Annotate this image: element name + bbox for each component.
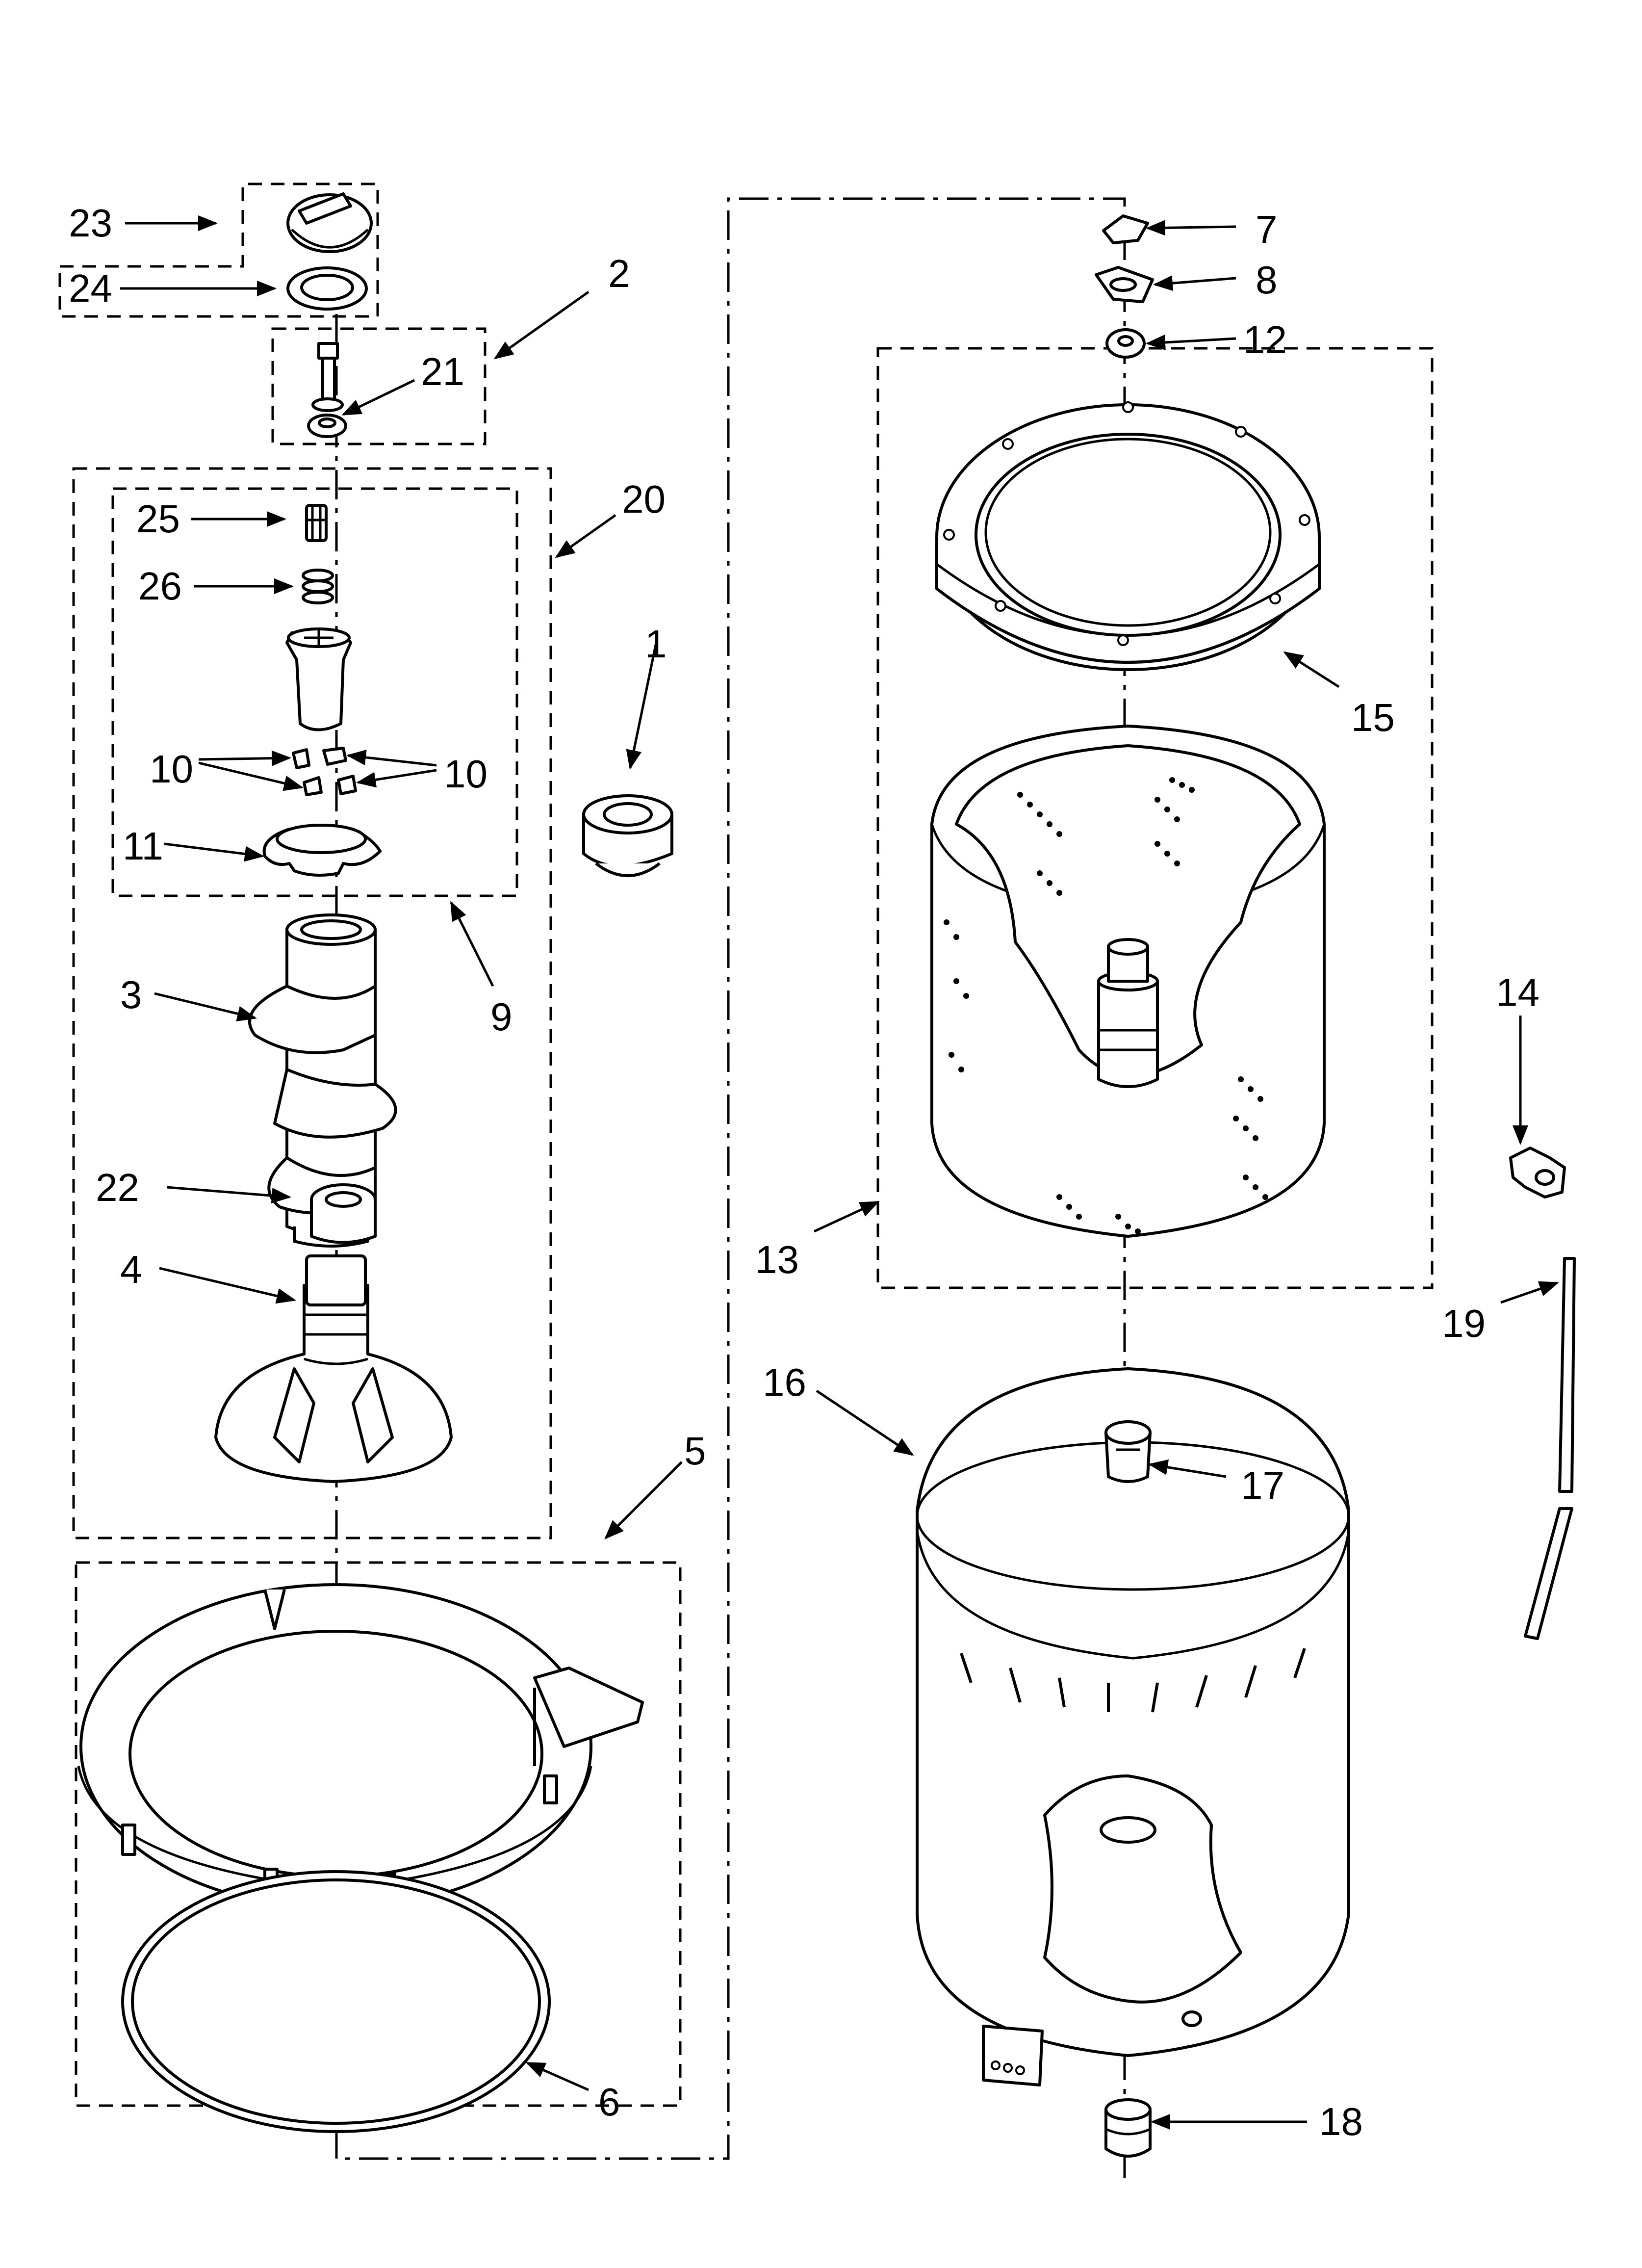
- callout-23: 23: [69, 201, 112, 245]
- part-drain-fitting: [1104, 2098, 1152, 2158]
- part-agitator-cap: [286, 192, 373, 253]
- callout-18: 18: [1319, 2100, 1363, 2143]
- callout-16: 16: [763, 1360, 806, 1404]
- callout-5: 5: [684, 1429, 706, 1473]
- part-spanner-nut: [1105, 328, 1146, 359]
- callout-9: 9: [490, 995, 513, 1039]
- callout-10-right: 10: [444, 752, 487, 796]
- callout-24: 24: [69, 266, 112, 310]
- part-tub-seal: [582, 794, 673, 877]
- part-clip: [1102, 214, 1149, 244]
- callout-25: 25: [136, 497, 180, 541]
- part-agitator-cup: [285, 627, 352, 731]
- callout-6: 6: [598, 2080, 620, 2124]
- callout-2: 2: [608, 252, 630, 295]
- connector-line: [335, 197, 1126, 2160]
- callout-13: 13: [755, 1238, 799, 1281]
- basket-perforations: [944, 777, 1268, 1234]
- part-drive-bell: [310, 1183, 377, 1244]
- part-auger: [248, 913, 397, 1248]
- part-hose: [1524, 1257, 1576, 1640]
- part-nut-retainer: [1095, 266, 1154, 303]
- part-spring: [302, 569, 334, 604]
- part-wash-basket: [930, 725, 1326, 1238]
- callout-17: 17: [1241, 1463, 1284, 1507]
- part-seal-ring: [286, 266, 368, 311]
- callout-3: 3: [120, 973, 142, 1017]
- leader-arrows: [120, 215, 1559, 2130]
- part-dogs: [292, 747, 357, 796]
- callout-15: 15: [1351, 696, 1395, 739]
- box-2: [271, 327, 487, 445]
- part-cam: [305, 504, 328, 542]
- callout-10-left: 10: [150, 747, 193, 791]
- part-bearing-seal: [1104, 1420, 1152, 1483]
- callout-1: 1: [645, 622, 667, 666]
- part-hose-clamp: [1509, 1147, 1566, 1199]
- part-agitator-base: [214, 1254, 453, 1483]
- callout-labels: 23 24 2 21 20 25 26 10 10 11 1 9 3 22 4 …: [69, 201, 1539, 2143]
- part-tub-ring: [77, 1583, 644, 1910]
- callout-12: 12: [1243, 318, 1287, 362]
- part-balance-ring: [935, 401, 1321, 671]
- callout-14: 14: [1496, 970, 1539, 1014]
- callout-11: 11: [123, 824, 163, 868]
- callout-8: 8: [1256, 258, 1278, 302]
- callout-7: 7: [1256, 208, 1278, 251]
- callout-22: 22: [96, 1166, 139, 1209]
- part-dog-ring: [262, 824, 382, 877]
- callout-26: 26: [138, 564, 182, 608]
- part-bolt-washer: [307, 342, 347, 438]
- callout-4: 4: [120, 1248, 142, 1291]
- callout-21: 21: [421, 350, 464, 393]
- box-20: [72, 467, 552, 1539]
- callout-19: 19: [1442, 1302, 1486, 1345]
- part-tub-gasket: [121, 1870, 551, 2133]
- callout-20: 20: [622, 477, 666, 521]
